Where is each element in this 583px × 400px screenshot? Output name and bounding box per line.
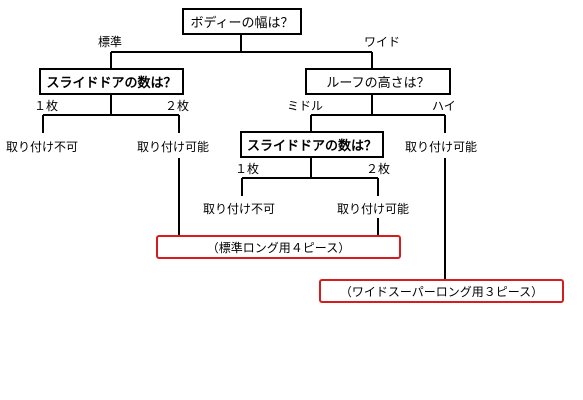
question-slide-door-mid-text: スライドドアの数は？ <box>246 139 377 154</box>
question-roof-height-text: ルーフの高さは？ <box>326 76 430 91</box>
branch-label-standard: 標準 <box>98 35 123 49</box>
branch-label-two-mid: ２枚 <box>366 162 391 176</box>
branch-label-middle: ミドル <box>287 99 324 113</box>
branch-label-one-mid: １枚 <box>235 162 260 176</box>
branch-label-high: ハイ <box>432 99 456 113</box>
answer-can-mid: 取り付け可能 <box>337 202 410 216</box>
question-slide-door-mid: スライドドアの数は？ <box>240 131 384 158</box>
answer-cannot-mid: 取り付け不可 <box>203 202 276 216</box>
question-body-width: ボディーの幅は？ <box>182 8 302 35</box>
result-standard-long-text: （標準ロング用４ピース） <box>206 240 351 255</box>
question-body-width-text: ボディーの幅は？ <box>190 16 294 31</box>
branch-label-two-left: ２枚 <box>165 99 190 113</box>
branch-label-one-left: １枚 <box>34 99 59 113</box>
result-wide-super-long: （ワイドスーパーロング用３ピース） <box>319 279 564 303</box>
question-roof-height: ルーフの高さは？ <box>305 68 451 95</box>
answer-cannot-left: 取り付け不可 <box>6 140 79 154</box>
answer-can-left: 取り付け可能 <box>137 140 210 154</box>
result-standard-long: （標準ロング用４ピース） <box>156 235 401 259</box>
question-slide-door-left: スライドドアの数は？ <box>39 68 184 95</box>
question-slide-door-left-text: スライドドアの数は？ <box>46 76 177 91</box>
answer-can-high: 取り付け可能 <box>405 140 478 154</box>
result-wide-super-long-text: （ワイドスーパーロング用３ピース） <box>339 284 544 299</box>
branch-label-wide: ワイド <box>364 35 401 49</box>
